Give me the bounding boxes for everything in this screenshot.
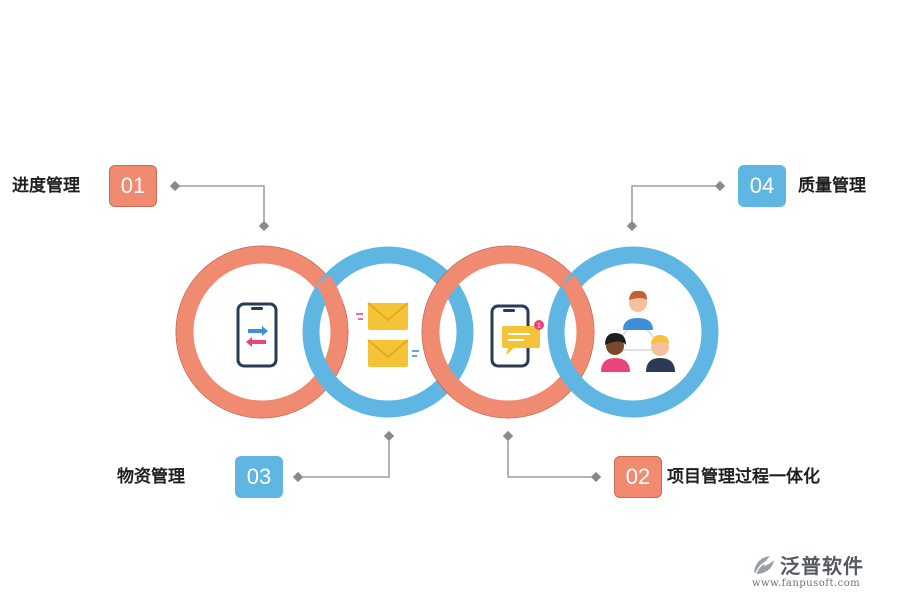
ring-3 <box>422 246 594 418</box>
badge-01: 01 <box>109 165 157 207</box>
badge-04: 04 <box>738 165 786 207</box>
envelope-icon <box>356 302 419 367</box>
connector-02 <box>507 436 596 478</box>
ring-3-outline <box>421 245 595 419</box>
ring-1 <box>176 246 348 418</box>
people-network-icon <box>601 290 675 372</box>
connector-01 <box>175 185 265 226</box>
connector-03 <box>298 436 390 478</box>
item-label-03: 物资管理 <box>117 467 185 487</box>
logo-url: www.fanpusoft.com <box>752 578 861 589</box>
phone-transfer-icon <box>236 302 278 368</box>
item-label-02: 项目管理过程一体化 <box>667 467 820 487</box>
phone-chat-icon: 1 <box>490 304 544 368</box>
ring-1-overlap <box>315 275 344 309</box>
item-label-01: 进度管理 <box>12 176 80 196</box>
ring-4 <box>547 246 719 418</box>
connector-04 <box>631 185 720 226</box>
ring-2 <box>302 246 474 418</box>
ring-1-outline <box>175 245 349 419</box>
logo-name: 泛普软件 <box>780 554 864 578</box>
connectors <box>169 180 726 483</box>
svg-text:1: 1 <box>537 323 541 330</box>
logo-mark-icon <box>754 556 774 574</box>
rings <box>175 245 719 419</box>
ring-3-overlap <box>560 275 589 309</box>
item-label-04: 质量管理 <box>798 176 866 196</box>
badge-03: 03 <box>235 456 283 498</box>
badge-02: 02 <box>614 456 662 498</box>
brand-logo: 泛普软件 www.fanpusoft.com <box>750 550 890 592</box>
